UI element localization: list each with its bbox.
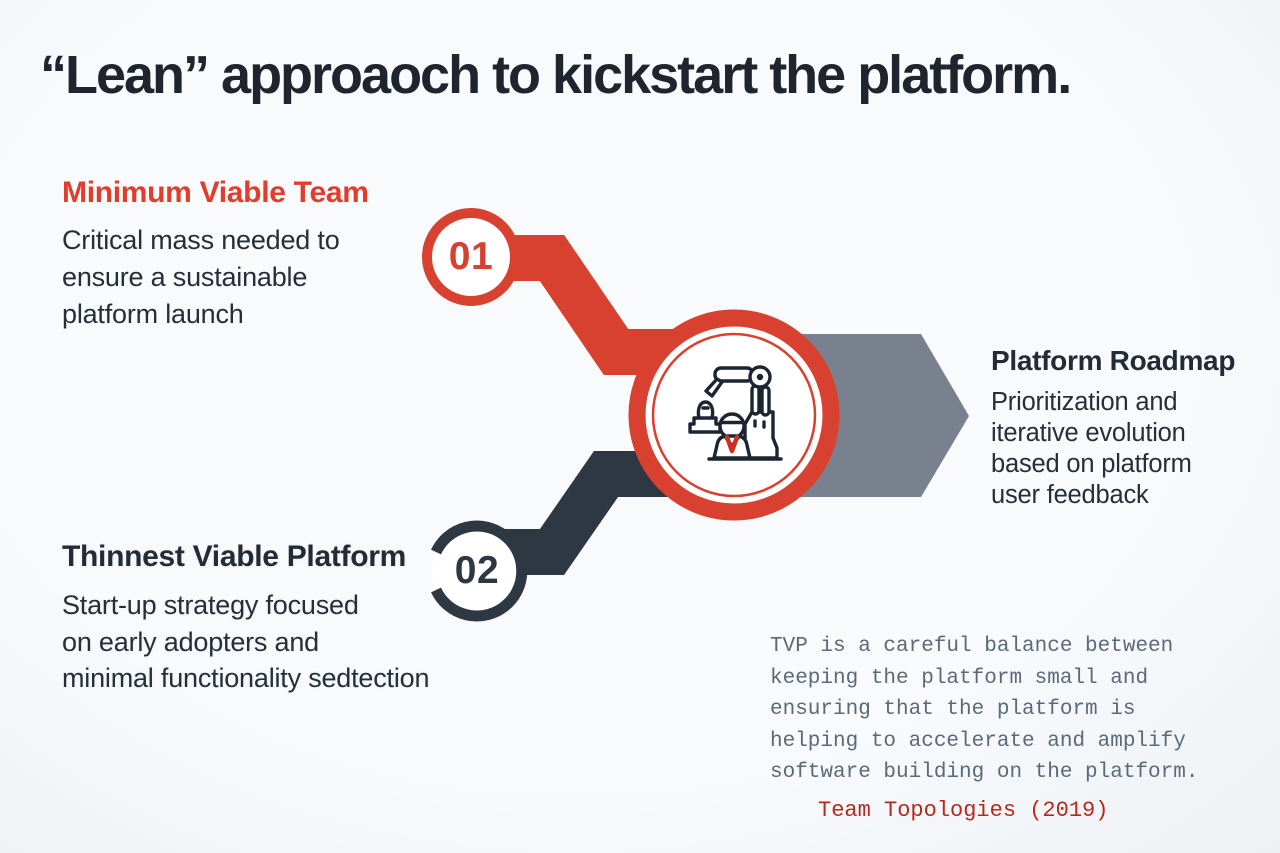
roadmap-heading: Platform Roadmap: [991, 345, 1236, 376]
icon-arm-bar: [713, 366, 755, 383]
roadmap-line: iterative evolution: [991, 419, 1186, 447]
step-01-line: ensure a sustainable: [62, 262, 308, 292]
step-02-line: on early adopters and: [62, 626, 319, 657]
step-02-circle-fill: [432, 526, 522, 616]
step-01-line: platform launch: [62, 299, 244, 329]
icon-machine-column: [743, 410, 779, 460]
step-02-number: 02: [454, 549, 500, 592]
roadmap-line: Prioritization and: [991, 388, 1178, 416]
step-02-line: Start-up strategy focused: [62, 590, 359, 620]
step-01-circle: [422, 208, 520, 306]
icon-gripper: [704, 377, 724, 398]
quote-line: helping to accelerate and amplify: [770, 729, 1186, 753]
quote-line: TVP is a careful balance between: [770, 635, 1174, 658]
step-02-description: Start-up strategy focused on early adopt…: [62, 587, 429, 697]
icon-workpiece: [696, 400, 715, 420]
roadmap-line: based on platform: [991, 450, 1192, 478]
quote-line: keeping the platform small and: [770, 666, 1149, 690]
step-02-circle-ring: [431, 520, 528, 622]
page-title: “Lean” approaoch to kickstart the platfo…: [40, 45, 1072, 105]
quote-line: ensuring that the platform is: [770, 698, 1136, 721]
step-01-line: Critical mass needed to: [62, 225, 340, 255]
tvp-quote: TVP is a careful balance between keeping…: [770, 631, 1240, 789]
icon-operator-tie: [724, 434, 740, 454]
robot-arm-operator-icon: [688, 365, 783, 461]
step-02-heading: Thinnest Viable Platform: [62, 540, 406, 573]
step-02-line: minimal functionality sedtection: [62, 663, 430, 693]
step-01-description: Critical mass needed to ensure a sustain…: [62, 222, 340, 333]
step-01-number: 01: [448, 235, 494, 278]
roadmap-line: user feedback: [991, 481, 1149, 509]
quote-line: software building on the platform.: [770, 761, 1199, 784]
roadmap-description: Prioritization and iterative evolution b…: [991, 387, 1192, 511]
quote-attribution: Team Topologies (2019): [818, 798, 1109, 823]
step-01-heading: Minimum Viable Team: [62, 176, 369, 209]
